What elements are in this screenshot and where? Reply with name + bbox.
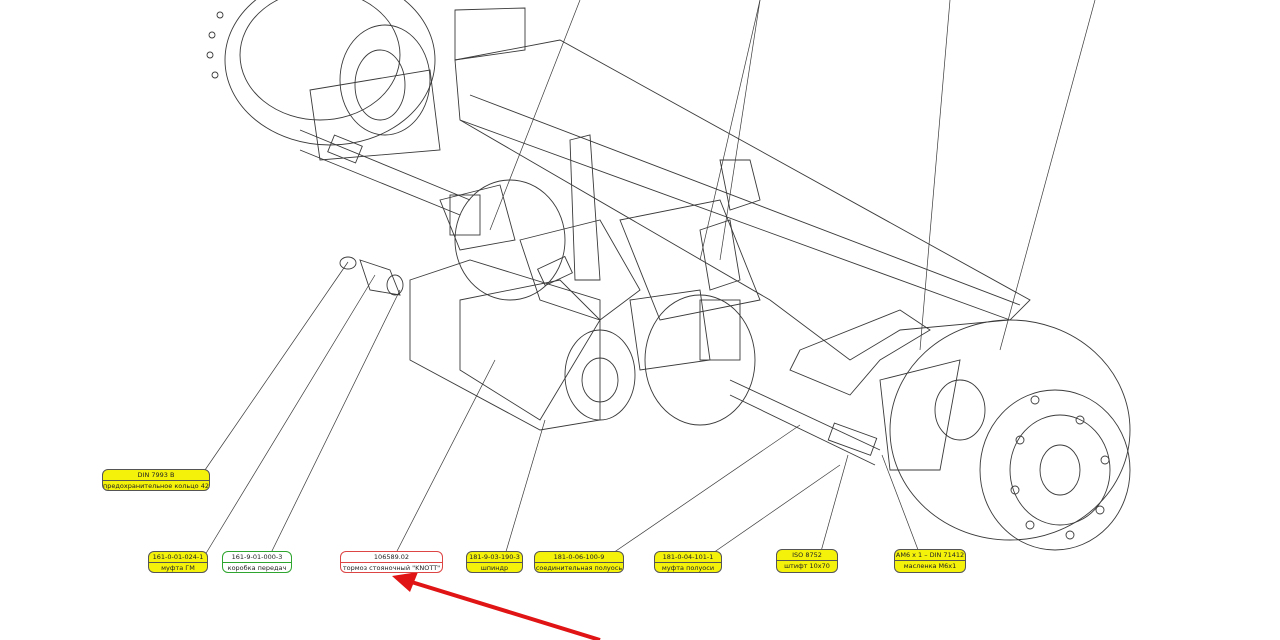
callout-desc: муфта полуоси bbox=[661, 564, 715, 572]
callout-181-0-04-101-1: 181-0-04-101-1 муфта полуоси bbox=[654, 551, 722, 573]
callout-code: ISO 8752 bbox=[777, 550, 837, 561]
left-axle-shaft bbox=[299, 129, 471, 216]
red-arrow bbox=[392, 572, 601, 640]
frame-rails bbox=[454, 7, 1031, 396]
callout-am6-din-71412: АМ6 х 1 – DIN 71412 масленка М6х1 bbox=[894, 549, 966, 573]
callout-code: 181-0-06-100-9 bbox=[535, 552, 623, 563]
callout-code: 181-0-04-101-1 bbox=[655, 552, 721, 563]
callout-din-7993-b: DIN 7993 B предохранительное кольцо 42 bbox=[102, 469, 210, 491]
callout-desc: штифт 10x70 bbox=[784, 562, 830, 570]
callout-desc: шпиндр bbox=[480, 564, 509, 572]
right-axle-shaft bbox=[729, 379, 881, 466]
callout-106589-02: 106589.02 тормоз стояночный "KNOTT" bbox=[340, 551, 443, 573]
callout-code: 181-9-03-190-3 bbox=[467, 552, 522, 563]
callout-161-9-01-000-3: 161-9-01-000-3 коробка передач bbox=[222, 551, 292, 573]
callout-desc: соединительная полуось bbox=[535, 564, 623, 572]
right-wheel-hub bbox=[879, 319, 1131, 551]
callout-181-0-06-100-9: 181-0-06-100-9 соединительная полуось bbox=[534, 551, 624, 573]
callout-code: 106589.02 bbox=[341, 552, 442, 563]
callout-iso-8752: ISO 8752 штифт 10x70 bbox=[776, 549, 838, 573]
callout-code: DIN 7993 B bbox=[103, 470, 209, 481]
callout-181-9-03-190-3: 181-9-03-190-3 шпиндр bbox=[466, 551, 523, 573]
callout-desc: тормоз стояночный "KNOTT" bbox=[342, 564, 441, 572]
mid-supports bbox=[569, 134, 761, 321]
leader-lines bbox=[204, 0, 1096, 556]
gearbox bbox=[409, 219, 641, 431]
spacer-and-ring bbox=[339, 256, 404, 296]
callout-code: АМ6 х 1 – DIN 71412 bbox=[895, 551, 965, 561]
callout-desc: коробка передач bbox=[227, 564, 287, 572]
left-wheel-hub bbox=[206, 0, 441, 161]
callout-desc: предохранительное кольцо 42 bbox=[103, 482, 209, 490]
callout-161-0-01-024-1: 161-0-01-024-1 муфта ГМ bbox=[148, 551, 208, 573]
callout-desc: масленка М6х1 bbox=[903, 562, 957, 570]
callout-desc: муфта ГМ bbox=[161, 564, 195, 572]
right-brake bbox=[629, 289, 756, 426]
left-brake bbox=[439, 179, 566, 301]
callout-code: 161-0-01-024-1 bbox=[149, 552, 207, 563]
callout-code: 161-9-01-000-3 bbox=[223, 552, 291, 563]
